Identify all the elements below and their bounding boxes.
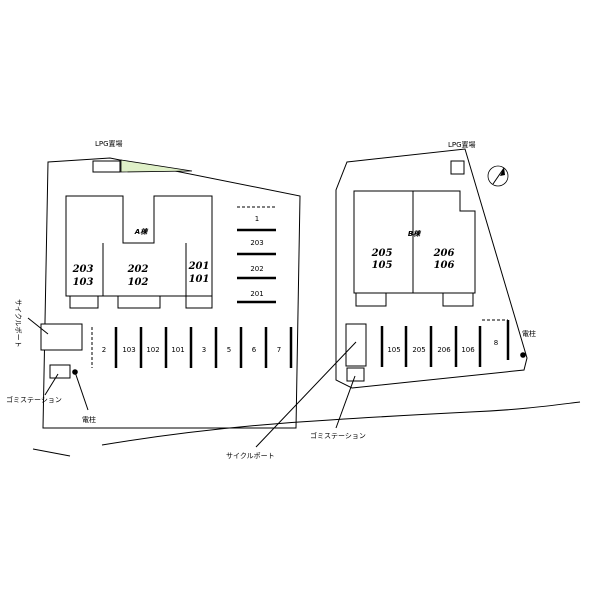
parking-b-bottom: 105 205 206 106	[380, 326, 482, 367]
unit-label: 103	[73, 277, 94, 288]
parking-space-number: 2	[102, 346, 106, 354]
building-a-porch-1	[69, 295, 99, 309]
unit-label: 105	[372, 260, 393, 271]
cycle-port-b-leader	[255, 341, 357, 448]
building-b-porch-right	[442, 292, 474, 307]
utility-pole-b	[520, 352, 526, 358]
cycle-port-a	[40, 323, 83, 351]
cycle-port-label-b: サイクルポート	[226, 452, 275, 460]
parking-space-number: 101	[171, 346, 184, 354]
garbage-station-a	[49, 364, 71, 379]
unit-label: 206	[433, 248, 455, 259]
parking-space-number: 103	[122, 346, 135, 354]
utility-pole-a-leader	[74, 371, 89, 411]
road-edge	[101, 401, 581, 446]
building-b-name: B棟	[408, 229, 422, 238]
lpg-storage-a	[92, 160, 121, 173]
parking-space-number: 105	[387, 346, 400, 354]
unit-label: 205	[371, 248, 393, 259]
garbage-station-a-leader	[44, 373, 59, 396]
parking-space-number: 202	[250, 265, 263, 273]
garbage-station-b-leader	[335, 375, 356, 429]
unit-label: 102	[128, 277, 149, 288]
parking-space-number: 201	[250, 290, 263, 298]
lot-b-boundary	[335, 148, 528, 389]
parking-space-number: 205	[412, 346, 425, 354]
parking-space-number: 1	[255, 215, 259, 223]
garbage-station-label-a: ゴミステーション	[6, 395, 62, 404]
lpg-storage-b	[450, 160, 465, 175]
building-b-porch-left	[355, 292, 387, 307]
parking-space-number: 206	[437, 346, 451, 354]
unit-label: 202	[127, 264, 149, 275]
cycle-port-label-a: サイクルポート	[14, 299, 22, 348]
parking-space-number: 203	[250, 239, 263, 247]
unit-label: 201	[188, 261, 210, 272]
unit-label: 101	[189, 274, 210, 285]
unit-label: 106	[434, 260, 455, 271]
building-a-porch-3	[185, 295, 213, 309]
parking-space-number: 5	[227, 346, 231, 354]
building-b	[353, 190, 476, 294]
lpg-green-area-a	[120, 159, 193, 173]
cycle-port-a-leader	[27, 317, 49, 335]
road-edge-short	[32, 448, 71, 457]
parking-a-side: 1 203 202 201	[237, 206, 276, 304]
building-a-name: A棟	[134, 227, 149, 236]
garbage-station-b	[346, 367, 365, 382]
parking-space-number: 106	[461, 346, 475, 354]
parking-space-number: 3	[202, 346, 206, 354]
building-a-porch-2	[117, 295, 161, 309]
unit-label: 203	[72, 264, 94, 275]
parking-space-number: 102	[146, 346, 159, 354]
parking-space-number: 7	[277, 346, 281, 354]
north-arrow-icon	[487, 165, 509, 187]
parking-space-number: 6	[252, 346, 257, 354]
utility-pole-label-a: 電柱	[82, 415, 96, 424]
parking-space-number: 8	[494, 339, 498, 347]
lot-a-boundary	[42, 157, 301, 429]
lpg-label-b: LPG置場	[448, 140, 476, 149]
parking-b-side: 8	[482, 319, 510, 360]
cycle-port-b	[345, 323, 367, 367]
garbage-station-label-b: ゴミステーション	[310, 431, 366, 440]
lpg-label-a: LPG置場	[95, 139, 123, 148]
parking-a-bottom: 2 103 102 101 3 5 6 7	[91, 327, 293, 368]
utility-pole-label-b: 電柱	[522, 329, 536, 338]
